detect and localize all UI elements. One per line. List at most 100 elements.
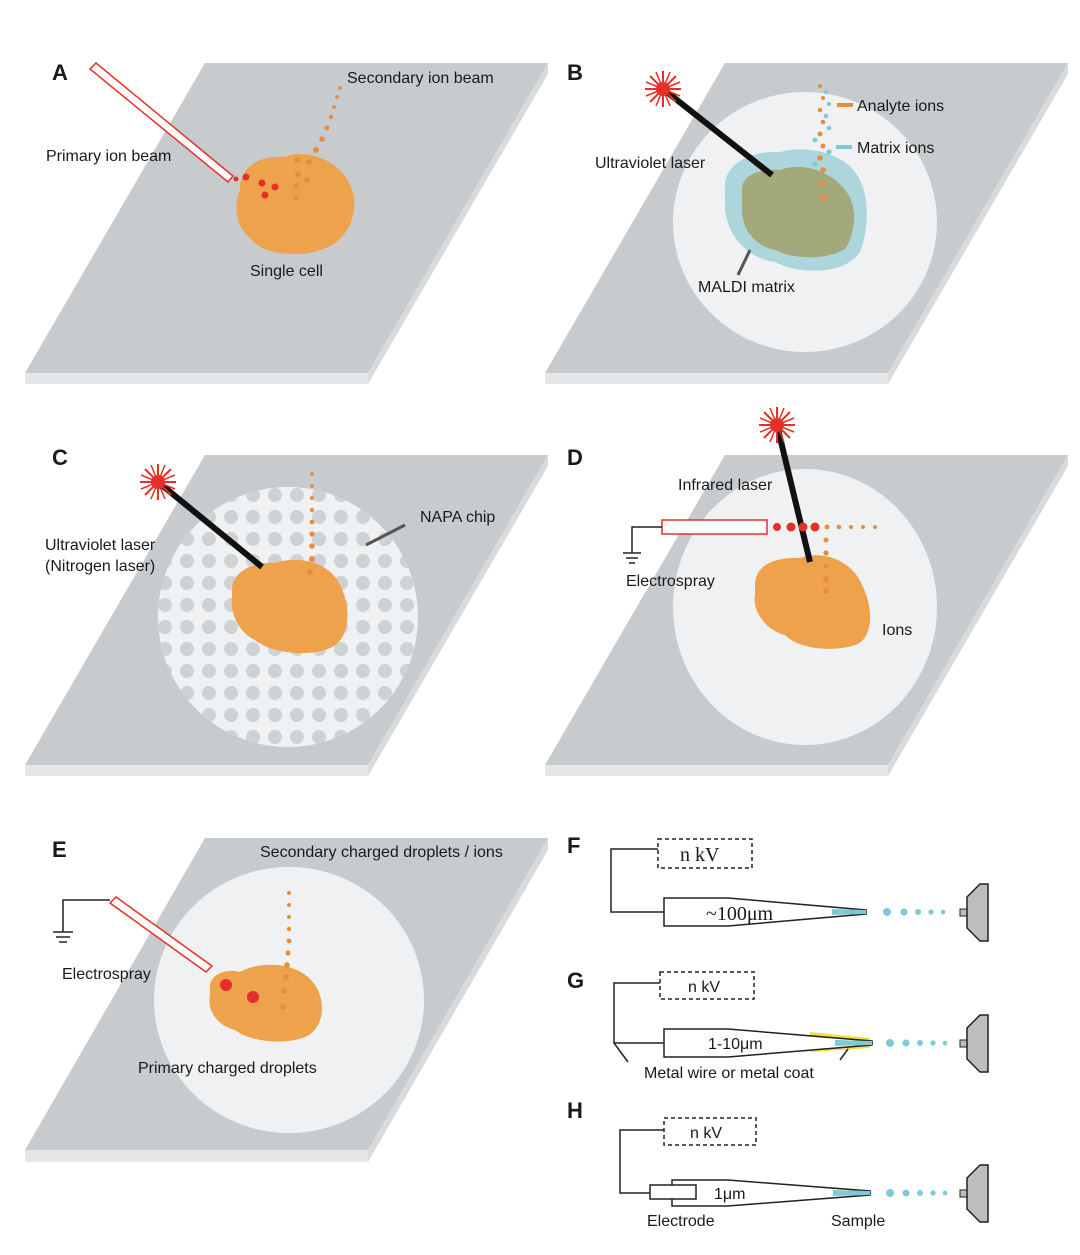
spray-dots bbox=[886, 1039, 948, 1047]
napa-chip-pointer bbox=[365, 523, 406, 547]
single-cell-label: Single cell bbox=[250, 263, 323, 280]
panel-d: D Infrared laser Electrospray Ions bbox=[545, 406, 1068, 776]
ms-inlet-icon bbox=[959, 883, 989, 942]
panel-letter: B bbox=[567, 60, 583, 85]
coat-pointer bbox=[839, 1048, 849, 1061]
matrix-ion-dots bbox=[812, 90, 832, 167]
cell-shape bbox=[209, 964, 323, 1042]
ms-inlet-icon bbox=[959, 1164, 989, 1223]
inner-diameter-label: 1-10μm bbox=[708, 1036, 763, 1053]
slab-side bbox=[888, 63, 1068, 384]
primary-droplets-label: Primary charged droplets bbox=[138, 1060, 317, 1077]
single-cell-shape bbox=[236, 154, 355, 255]
wire-pointer bbox=[613, 1042, 629, 1063]
electrode-label: Electrode bbox=[647, 1213, 715, 1230]
inner-diameter-label: 1μm bbox=[714, 1186, 745, 1203]
uv-laser-label: Ultraviolet laser bbox=[45, 537, 156, 554]
slab-edge bbox=[545, 765, 888, 776]
secondary-ion-beam-label: Secondary ion beam bbox=[347, 70, 494, 87]
uv-laser-beam bbox=[156, 479, 264, 570]
panel-a: A Primary ion beam Secondary ion beam Si… bbox=[25, 60, 548, 384]
circuit-wire bbox=[610, 848, 664, 913]
slab-side bbox=[368, 455, 548, 776]
electrospray-label: Electrospray bbox=[62, 966, 151, 983]
panel-letter: C bbox=[52, 445, 68, 470]
laser-burst-icon bbox=[758, 406, 796, 444]
electrospray-capillary bbox=[661, 519, 768, 535]
uv-laser-label: Ultraviolet laser bbox=[595, 155, 706, 172]
voltage-label: n kV bbox=[688, 979, 720, 996]
ions-label: Ions bbox=[882, 622, 912, 639]
maldi-matrix-pointer bbox=[736, 249, 752, 276]
infrared-laser-label: Infrared laser bbox=[678, 477, 773, 494]
primary-ion-dots bbox=[233, 173, 279, 199]
napa-chip-label: NAPA chip bbox=[420, 509, 495, 526]
ground-symbol-icon bbox=[53, 931, 73, 943]
spray-droplets bbox=[773, 522, 820, 532]
primary-ion-beam-label: Primary ion beam bbox=[46, 148, 171, 165]
cell-shape bbox=[231, 559, 348, 654]
laser-burst-icon bbox=[644, 70, 682, 108]
spray-dots bbox=[886, 1189, 948, 1197]
panel-g: G n kV 1-10μm Metal wire or metal coat bbox=[567, 968, 989, 1082]
electrospray-label: Electrospray bbox=[626, 573, 715, 590]
slab-edge bbox=[25, 1150, 368, 1162]
ground-symbol-icon bbox=[623, 552, 641, 564]
slab-side bbox=[888, 455, 1068, 776]
secondary-ion-dots bbox=[293, 86, 342, 201]
ion-dots bbox=[307, 472, 315, 575]
slab-edge bbox=[545, 373, 888, 384]
sample-tip bbox=[835, 1040, 872, 1046]
circuit-wire bbox=[619, 1129, 664, 1194]
maldi-cell-shape bbox=[741, 166, 855, 258]
slab-edge bbox=[25, 765, 368, 776]
cell-shape bbox=[754, 555, 871, 649]
circuit-wire bbox=[613, 982, 685, 1044]
primary-ion-beam-tube bbox=[88, 61, 235, 184]
secondary-droplet-dots bbox=[280, 891, 292, 1010]
panel-c: C Ultraviolet laser (Nitrogen laser) NAP… bbox=[25, 445, 548, 776]
voltage-box bbox=[659, 971, 755, 1000]
slab-side bbox=[368, 838, 548, 1162]
matrix-ions-legend-swatch bbox=[836, 145, 852, 149]
panel-letter: E bbox=[52, 837, 67, 862]
spray-dots bbox=[883, 908, 946, 916]
panel-letter: H bbox=[567, 1098, 583, 1123]
slab-edge bbox=[25, 373, 368, 384]
voltage-box bbox=[657, 838, 753, 869]
nitrogen-laser-label: (Nitrogen laser) bbox=[45, 558, 155, 575]
panel-e: E Secondary charged droplets / ions Elec… bbox=[25, 837, 548, 1162]
voltage-label: n kV bbox=[690, 1125, 722, 1142]
analyte-ions-label: Analyte ions bbox=[857, 98, 944, 115]
panel-letter: F bbox=[567, 833, 580, 858]
analyte-ion-dots bbox=[817, 84, 827, 201]
sample-tip bbox=[832, 909, 866, 915]
panel-h: H n kV 1μm Electrode Sample bbox=[567, 1098, 989, 1230]
sample-label: Sample bbox=[831, 1213, 885, 1230]
uv-laser-beam bbox=[661, 86, 774, 178]
sample-tip bbox=[833, 1190, 870, 1196]
ms-inlet-icon bbox=[959, 1014, 989, 1073]
ion-dots bbox=[823, 524, 877, 594]
primary-droplets bbox=[220, 979, 259, 1003]
panel-f: F n kV ~100μm bbox=[567, 833, 989, 942]
panel-letter: A bbox=[52, 60, 68, 85]
metal-wire-label: Metal wire or metal coat bbox=[644, 1065, 814, 1082]
voltage-label: n kV bbox=[680, 844, 720, 866]
panel-letter: D bbox=[567, 445, 583, 470]
matrix-ions-label: Matrix ions bbox=[857, 140, 934, 157]
ground-wire bbox=[62, 899, 110, 932]
slab-side bbox=[368, 63, 548, 384]
laser-burst-icon bbox=[139, 463, 177, 501]
electrode bbox=[649, 1184, 697, 1200]
panel-letter: G bbox=[567, 968, 584, 993]
maldi-matrix-label: MALDI matrix bbox=[698, 279, 795, 296]
ground-wire bbox=[631, 526, 662, 553]
infrared-laser-beam bbox=[774, 424, 813, 563]
secondary-droplets-label: Secondary charged droplets / ions bbox=[260, 844, 503, 861]
analyte-ions-legend-swatch bbox=[837, 103, 853, 107]
electrospray-capillary bbox=[108, 896, 214, 973]
panel-b: B Ultraviolet laser Analyte ions Matrix … bbox=[545, 60, 1068, 384]
voltage-box bbox=[663, 1117, 757, 1146]
